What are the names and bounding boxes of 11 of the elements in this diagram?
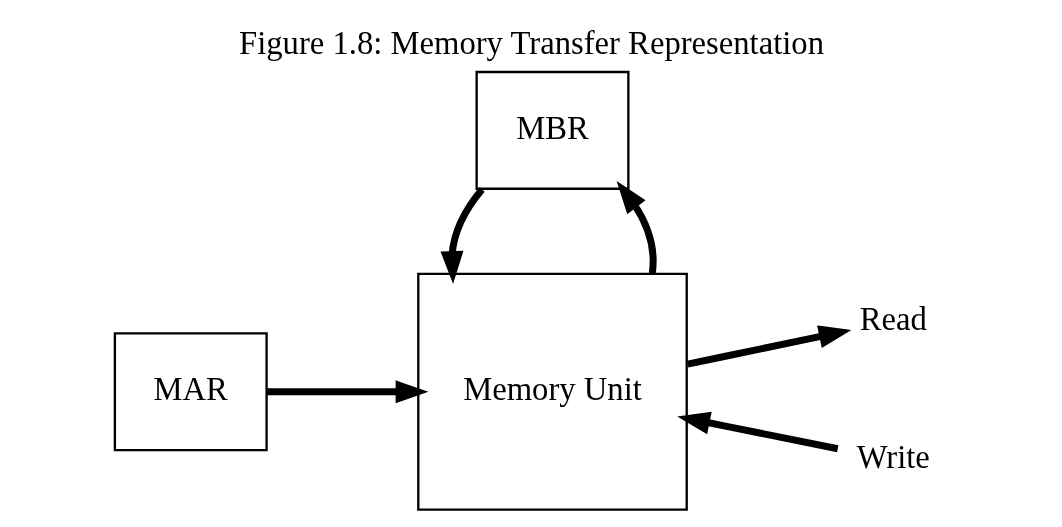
node-box: MAR (113, 331, 268, 451)
arrow (440, 186, 485, 284)
arrow (676, 411, 838, 452)
node-text: Write (856, 438, 930, 475)
arrow (616, 180, 657, 274)
diagram-title: Figure 1.8: Memory Transfer Representation (238, 24, 824, 61)
node-text: Read (859, 300, 927, 337)
arrow (266, 379, 428, 403)
node-box: MBR (475, 70, 630, 190)
node-box: Memory Unit (416, 272, 688, 511)
arrow (686, 324, 851, 368)
